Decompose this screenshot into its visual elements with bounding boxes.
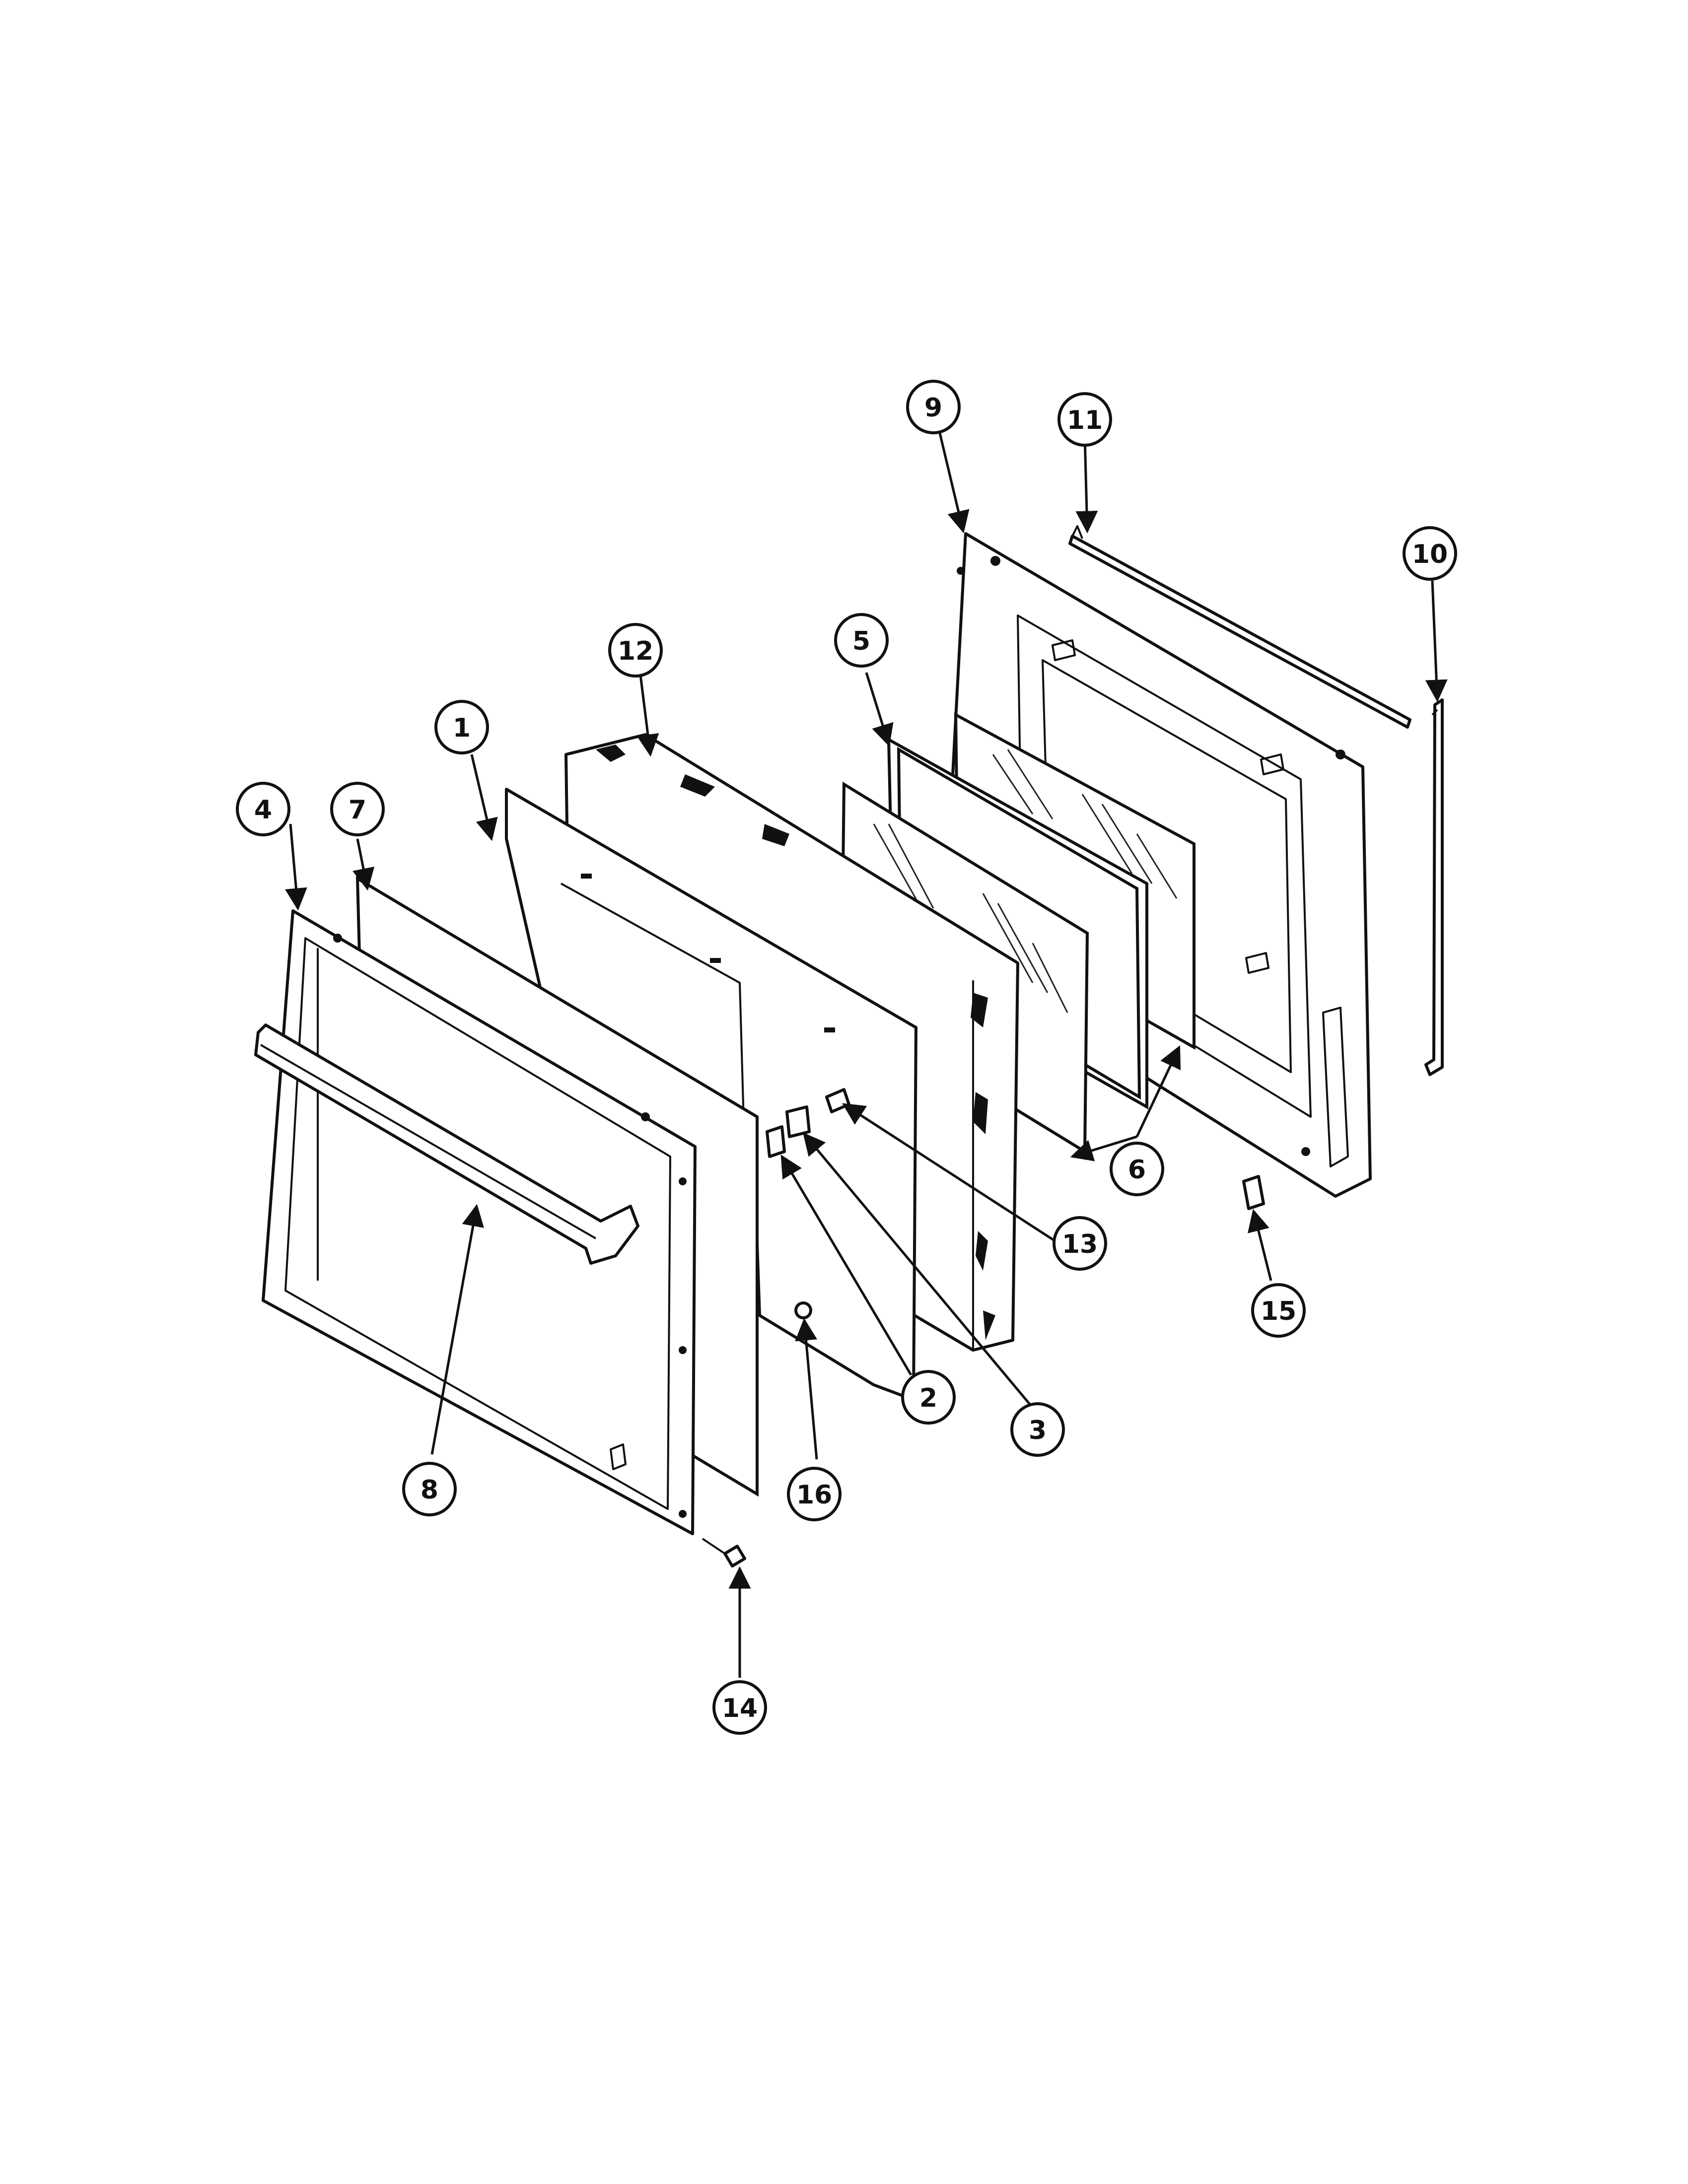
svg-text:5: 5 [852,626,870,656]
callout-9: 9 [906,380,961,434]
svg-text:9: 9 [924,393,942,423]
door-side-rod [1424,698,1444,1076]
callout-11: 11 [1057,392,1112,447]
callout-5: 5 [834,613,889,668]
callout-4: 4 [236,782,290,836]
callout-15: 15 [1251,1283,1306,1338]
callout-13: 13 [1053,1216,1107,1271]
svg-text:7: 7 [349,795,366,825]
door-handle [254,1024,639,1265]
callout-8: 8 [402,1462,457,1516]
callout-1: 1 [434,700,489,754]
callout-3: 3 [1010,1402,1065,1457]
svg-text:14: 14 [722,1694,758,1723]
svg-text:11: 11 [1067,406,1103,435]
callout-14: 14 [712,1680,767,1735]
svg-text:1: 1 [453,713,471,743]
svg-text:8: 8 [421,1475,438,1505]
svg-text:6: 6 [1128,1155,1146,1185]
callout-2: 2 [901,1370,956,1425]
svg-text:2: 2 [919,1383,937,1413]
svg-text:10: 10 [1412,540,1448,569]
callout-10: 10 [1403,526,1457,581]
svg-text:3: 3 [1029,1416,1047,1445]
leader-lines [285,426,1448,1678]
callout-6: 6 [1110,1142,1164,1196]
svg-text:12: 12 [618,636,653,666]
svg-text:4: 4 [254,795,272,825]
callout-16: 16 [787,1467,842,1521]
svg-text:16: 16 [796,1480,832,1510]
callout-7: 7 [330,782,385,836]
svg-text:15: 15 [1261,1297,1296,1326]
callout-12: 12 [608,623,663,678]
svg-text:13: 13 [1062,1229,1098,1259]
